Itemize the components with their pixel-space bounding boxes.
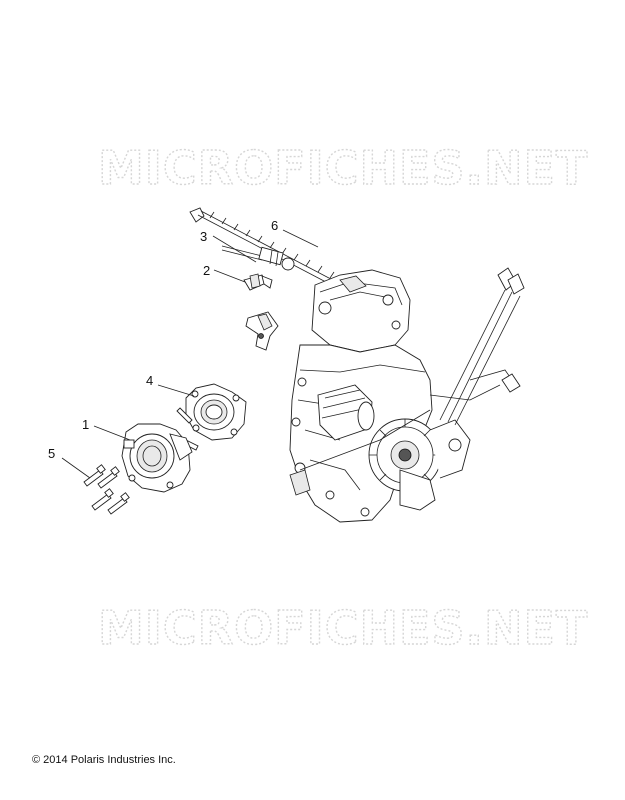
part-2-injector xyxy=(213,269,273,291)
bolt xyxy=(91,488,114,511)
callout-3: 3 xyxy=(200,229,207,244)
leader-3 xyxy=(212,235,257,263)
callout-6: 6 xyxy=(271,218,278,233)
watermark-bottom: MICROFICHES.NET xyxy=(98,601,588,655)
leader-5 xyxy=(61,457,91,479)
leader-6 xyxy=(282,229,319,248)
callout-1: 1 xyxy=(82,417,89,432)
part-4-adapter xyxy=(157,383,247,451)
callout-4: 4 xyxy=(146,373,153,388)
callout-5: 5 xyxy=(48,446,55,461)
bracket xyxy=(245,311,279,351)
dipstick xyxy=(189,207,349,293)
bolt xyxy=(97,466,120,489)
bolt xyxy=(107,492,130,515)
leader-1 xyxy=(93,425,131,441)
engine-assembly xyxy=(189,207,525,523)
part-5-bolts xyxy=(61,457,130,515)
part-3-sensor xyxy=(212,235,295,271)
copyright-notice: © 2014 Polaris Industries Inc. xyxy=(32,754,176,766)
leader-4 xyxy=(157,384,195,397)
watermark-top: MICROFICHES.NET xyxy=(98,141,588,195)
bolt xyxy=(83,464,106,487)
leader-2 xyxy=(213,269,246,283)
callout-2: 2 xyxy=(203,263,210,278)
wiring-harness xyxy=(299,267,525,471)
part-1-throttle-body xyxy=(93,423,193,493)
